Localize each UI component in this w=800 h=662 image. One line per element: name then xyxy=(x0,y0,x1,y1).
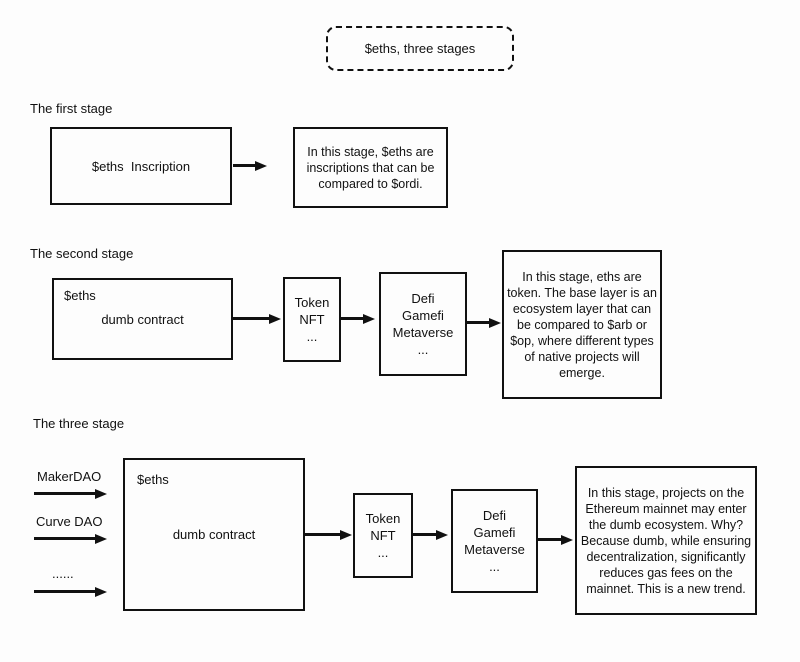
stage1-description-text: In this stage, $eths are inscriptions th… xyxy=(306,144,435,191)
title-label: $eths, three stages xyxy=(364,41,476,56)
stage3-input-makerdao-label: MakerDAO xyxy=(37,469,102,484)
stage2-token-label: Token NFT ... xyxy=(294,295,330,344)
stage2-contract-tag: $eths xyxy=(64,288,96,303)
title-box: $eths, three stages xyxy=(326,26,514,71)
stage3-description-text: In this stage, projects on the Ethereum … xyxy=(580,485,752,596)
stage3-heading: The three stage xyxy=(33,416,125,431)
stage2-contract-box: $eths dumb contract xyxy=(52,278,233,360)
stage3-token-box: Token NFT ... xyxy=(353,493,413,578)
stage3-contract-box: $eths dumb contract xyxy=(123,458,305,611)
arrow-stage3-defi-to-description xyxy=(538,538,561,541)
stage2-defi-box: Defi Gamefi Metaverse ... xyxy=(379,272,467,376)
arrow-stage2-token-to-defi xyxy=(341,317,363,320)
stage3-token-label: Token NFT ... xyxy=(365,511,401,560)
arrow-stage3-token-to-defi xyxy=(413,533,436,536)
stage2-description-box: In this stage, eths are token. The base … xyxy=(502,250,662,399)
stage2-description-text: In this stage, eths are token. The base … xyxy=(507,269,657,380)
arrow-stage1-to-description xyxy=(233,164,255,167)
stage3-input-curvedao-label: Curve DAO xyxy=(36,514,103,529)
stage1-heading: The first stage xyxy=(30,101,113,116)
stage1-inscription-label: $eths Inscription xyxy=(91,158,191,174)
stage3-contract-label: dumb contract xyxy=(172,527,256,542)
arrow-input-curvedao xyxy=(34,537,95,540)
stage3-defi-box: Defi Gamefi Metaverse ... xyxy=(451,489,538,593)
arrow-input-makerdao xyxy=(34,492,95,495)
stage3-input-others-label: ...... xyxy=(52,566,74,581)
stage1-inscription-box: $eths Inscription xyxy=(50,127,232,205)
stage2-defi-label: Defi Gamefi Metaverse ... xyxy=(392,291,454,357)
stage2-heading: The second stage xyxy=(30,246,134,261)
stage3-defi-label: Defi Gamefi Metaverse ... xyxy=(464,508,525,574)
stage1-description-box: In this stage, $eths are inscriptions th… xyxy=(293,127,448,208)
stage3-description-box: In this stage, projects on the Ethereum … xyxy=(575,466,757,615)
stage2-token-box: Token NFT ... xyxy=(283,277,341,362)
stage2-contract-label: dumb contract xyxy=(101,311,184,327)
arrow-stage2-contract-to-token xyxy=(233,317,269,320)
arrow-stage3-contract-to-token xyxy=(305,533,340,536)
stage3-contract-tag: $eths xyxy=(137,472,169,487)
arrow-input-others xyxy=(34,590,95,593)
arrow-stage2-defi-to-description xyxy=(467,321,489,324)
